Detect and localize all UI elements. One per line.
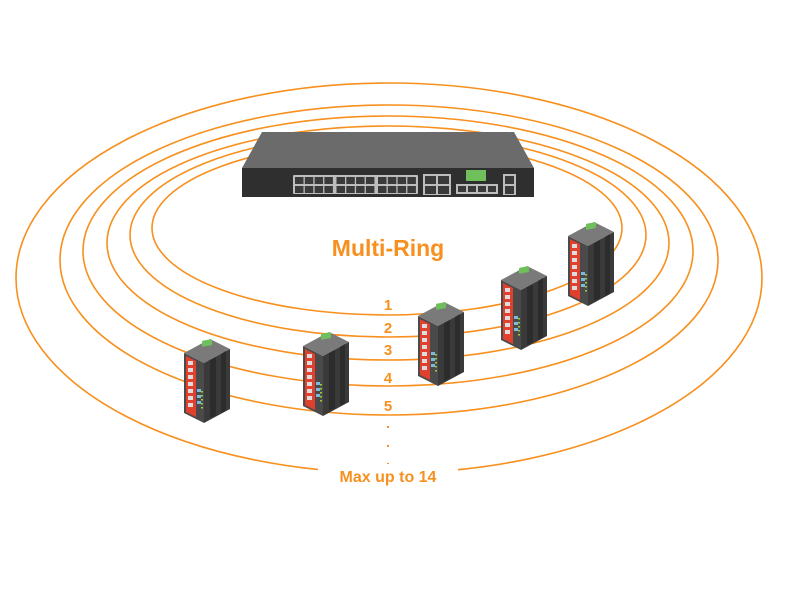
- rj45-port: [346, 186, 355, 193]
- ellipsis-dot: .: [386, 415, 390, 431]
- rj45-port: [324, 186, 333, 193]
- terminal-block-icon: [466, 170, 486, 181]
- rj45-port: [336, 186, 345, 193]
- sfp-port-block: [456, 184, 498, 194]
- rj45-port-block: [293, 175, 418, 194]
- industrial-switch-icon: [418, 302, 464, 386]
- rj45-port: [304, 177, 314, 184]
- industrial-switch-icon: [184, 339, 230, 423]
- ellipsis-dot: .: [386, 452, 390, 468]
- ring-4: [82, 115, 694, 387]
- rj45-port: [365, 186, 375, 193]
- rj45-port: [387, 186, 397, 193]
- rj45-port: [304, 186, 314, 193]
- rj45-port: [378, 186, 387, 193]
- rj45-port: [336, 177, 345, 184]
- rj45-port: [387, 177, 397, 184]
- rj45-port: [356, 186, 365, 193]
- rj45-port: [314, 177, 324, 184]
- rj45-port: [356, 177, 365, 184]
- rj45-port: [397, 177, 407, 184]
- industrial-switch-icon: [501, 266, 547, 350]
- core-switch: [242, 132, 534, 197]
- rj45-port: [407, 177, 416, 184]
- ring-label: 5: [384, 398, 392, 415]
- ellipsis-dot: .: [386, 434, 390, 450]
- rj45-port: [407, 186, 416, 193]
- rj45-port: [346, 177, 355, 184]
- diagram-title: Multi-Ring: [332, 235, 444, 261]
- ring-label-group: 1 2 3 4 5 . . .: [384, 297, 393, 468]
- ring-label: 4: [384, 370, 393, 387]
- industrial-switch-icon: [303, 332, 349, 416]
- ring-label: 2: [384, 320, 392, 337]
- ring-5: [59, 104, 719, 416]
- rj45-port: [295, 177, 304, 184]
- rj45-port: [324, 177, 333, 184]
- rj45-port: [314, 186, 324, 193]
- rj45-port: [295, 186, 304, 193]
- ring-label: 1: [384, 297, 392, 314]
- rj45-port: [397, 186, 407, 193]
- rj45-port: [365, 177, 375, 184]
- ring-3: [106, 125, 670, 361]
- ring-label: 3: [384, 342, 392, 359]
- max-rings-label: Max up to 14: [340, 469, 437, 486]
- rj45-port: [378, 177, 387, 184]
- industrial-switch-icon: [568, 222, 614, 306]
